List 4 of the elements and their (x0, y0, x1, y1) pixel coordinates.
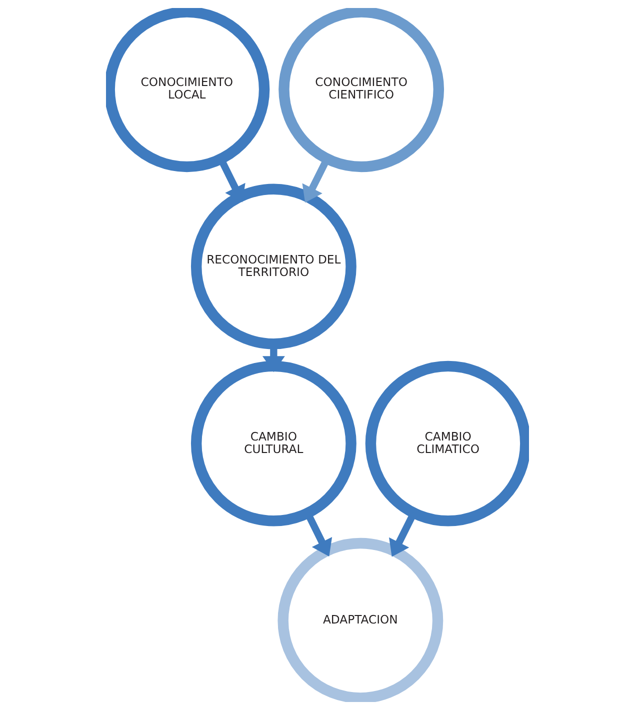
node-circle: CONOCIMIENTO LOCAL (106, 8, 270, 172)
node-circle: CAMBIO CLIMATICO (364, 360, 528, 526)
node-circle: CAMBIO CULTURAL (190, 360, 356, 526)
node-circle: CONOCIMIENTO CIENTIFICO (278, 8, 444, 172)
